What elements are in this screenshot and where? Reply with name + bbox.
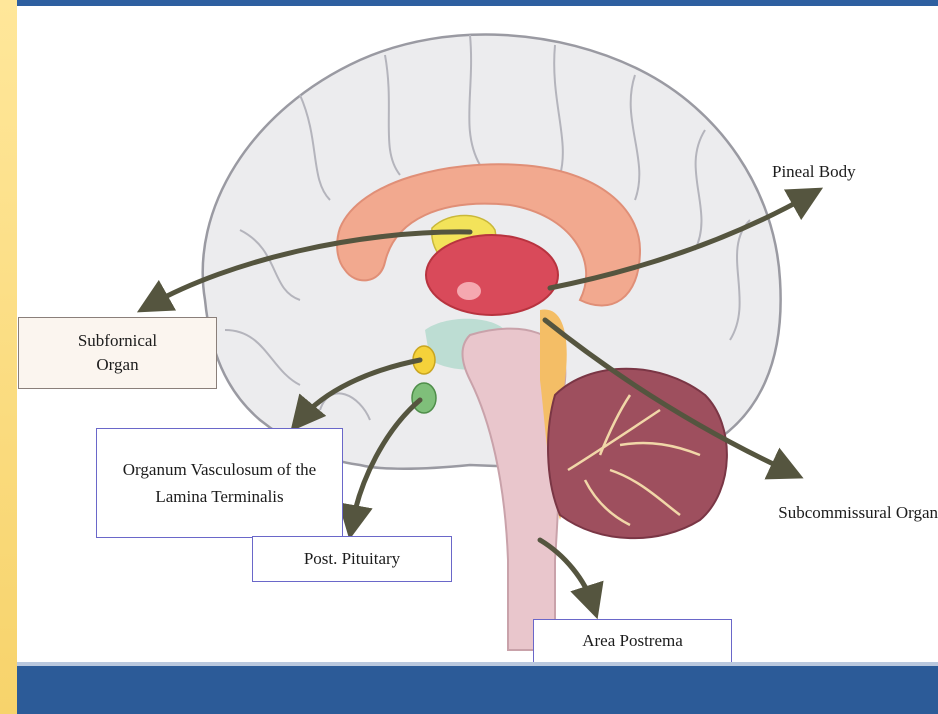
label-area-postrema: Area Postrema: [533, 619, 732, 663]
label-pineal-body: Pineal Body: [772, 160, 912, 184]
label-post-pituitary: Post. Pituitary: [252, 536, 452, 582]
label-ovlt: Organum Vasculosum of the Lamina Termina…: [96, 428, 343, 538]
interthalamic-adhesion: [457, 282, 481, 300]
thalamus: [426, 235, 558, 315]
cerebellum: [548, 369, 727, 538]
pituitary-structure: [412, 383, 436, 413]
label-subfornical-organ: Subfornical Organ: [18, 317, 217, 389]
bottom-frame-bar: [17, 666, 938, 714]
label-subcommissural-organ: Subcommissural Organ: [770, 496, 938, 530]
